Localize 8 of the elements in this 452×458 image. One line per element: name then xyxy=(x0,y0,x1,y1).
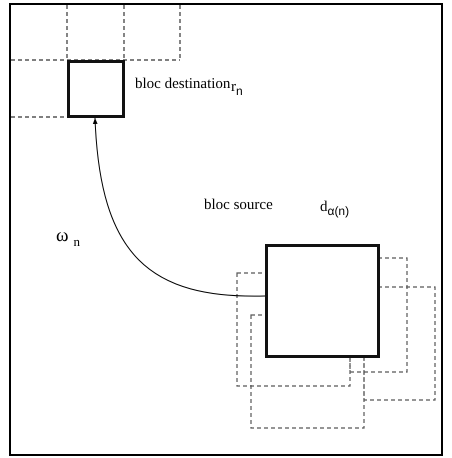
block-caption: r$_{n}$ xyxy=(231,78,243,100)
curved-arrow xyxy=(93,118,266,296)
block-caption: bloc source xyxy=(204,196,273,214)
square-block xyxy=(67,60,125,118)
square-block xyxy=(265,244,380,358)
block-caption: d$_{α(n)}$ xyxy=(320,198,350,220)
block-caption: bloc destination xyxy=(135,75,230,93)
edge-label: ω$_{n}$ xyxy=(56,225,80,251)
